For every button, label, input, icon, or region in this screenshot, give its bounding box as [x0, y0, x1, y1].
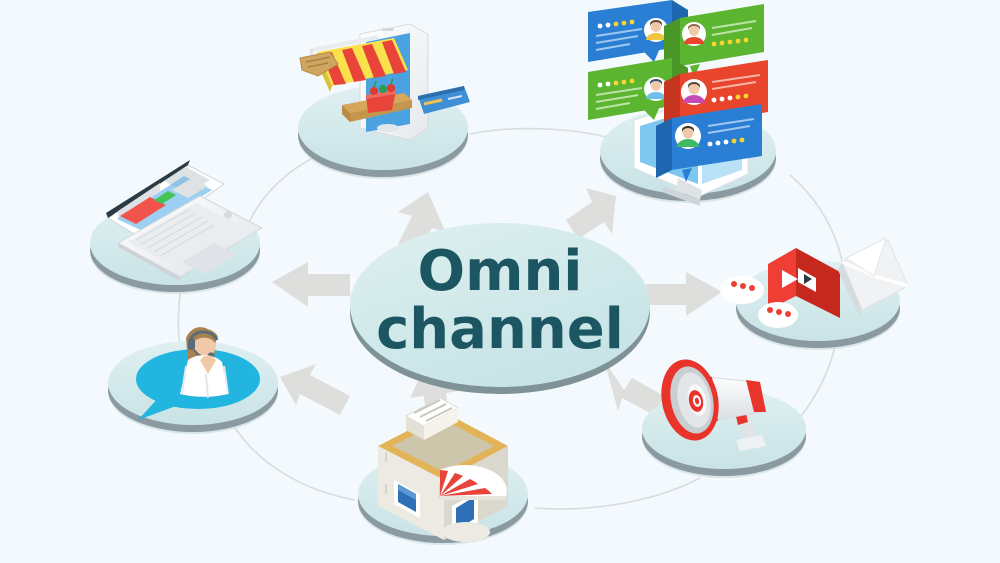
center-label-line2: channel	[376, 297, 624, 362]
center-label-line1: Omni	[417, 239, 582, 304]
arrow-right	[646, 272, 722, 316]
store-building-icon	[378, 397, 508, 542]
megaphone-icon	[661, 359, 766, 451]
user-avatar	[644, 18, 668, 42]
mobile-shop-node[interactable]	[298, 23, 470, 179]
megaphone-node[interactable]	[642, 354, 806, 478]
headset-agent-bubble-icon	[136, 327, 260, 420]
retail-store-node[interactable]	[358, 397, 528, 545]
arrow-left	[272, 262, 350, 307]
arrow-down-left	[280, 364, 350, 415]
review-card	[656, 104, 762, 182]
smartphone-storefront-icon	[299, 23, 470, 141]
monitor-reviews-icon	[588, 0, 768, 206]
review-card	[664, 4, 764, 78]
chat-video-mail-icon	[720, 237, 909, 328]
review-card	[588, 0, 688, 62]
reviews-node[interactable]	[588, 0, 776, 206]
arrow-up-right	[566, 188, 616, 239]
support-agent-node[interactable]	[108, 327, 278, 434]
center-node[interactable]: Omni channel	[350, 223, 650, 394]
social-media-node[interactable]	[720, 237, 909, 350]
laptop-icon	[106, 160, 264, 281]
laptop-node[interactable]	[90, 160, 264, 294]
arrow-down-right	[604, 360, 664, 415]
center-disc-top	[350, 223, 650, 387]
